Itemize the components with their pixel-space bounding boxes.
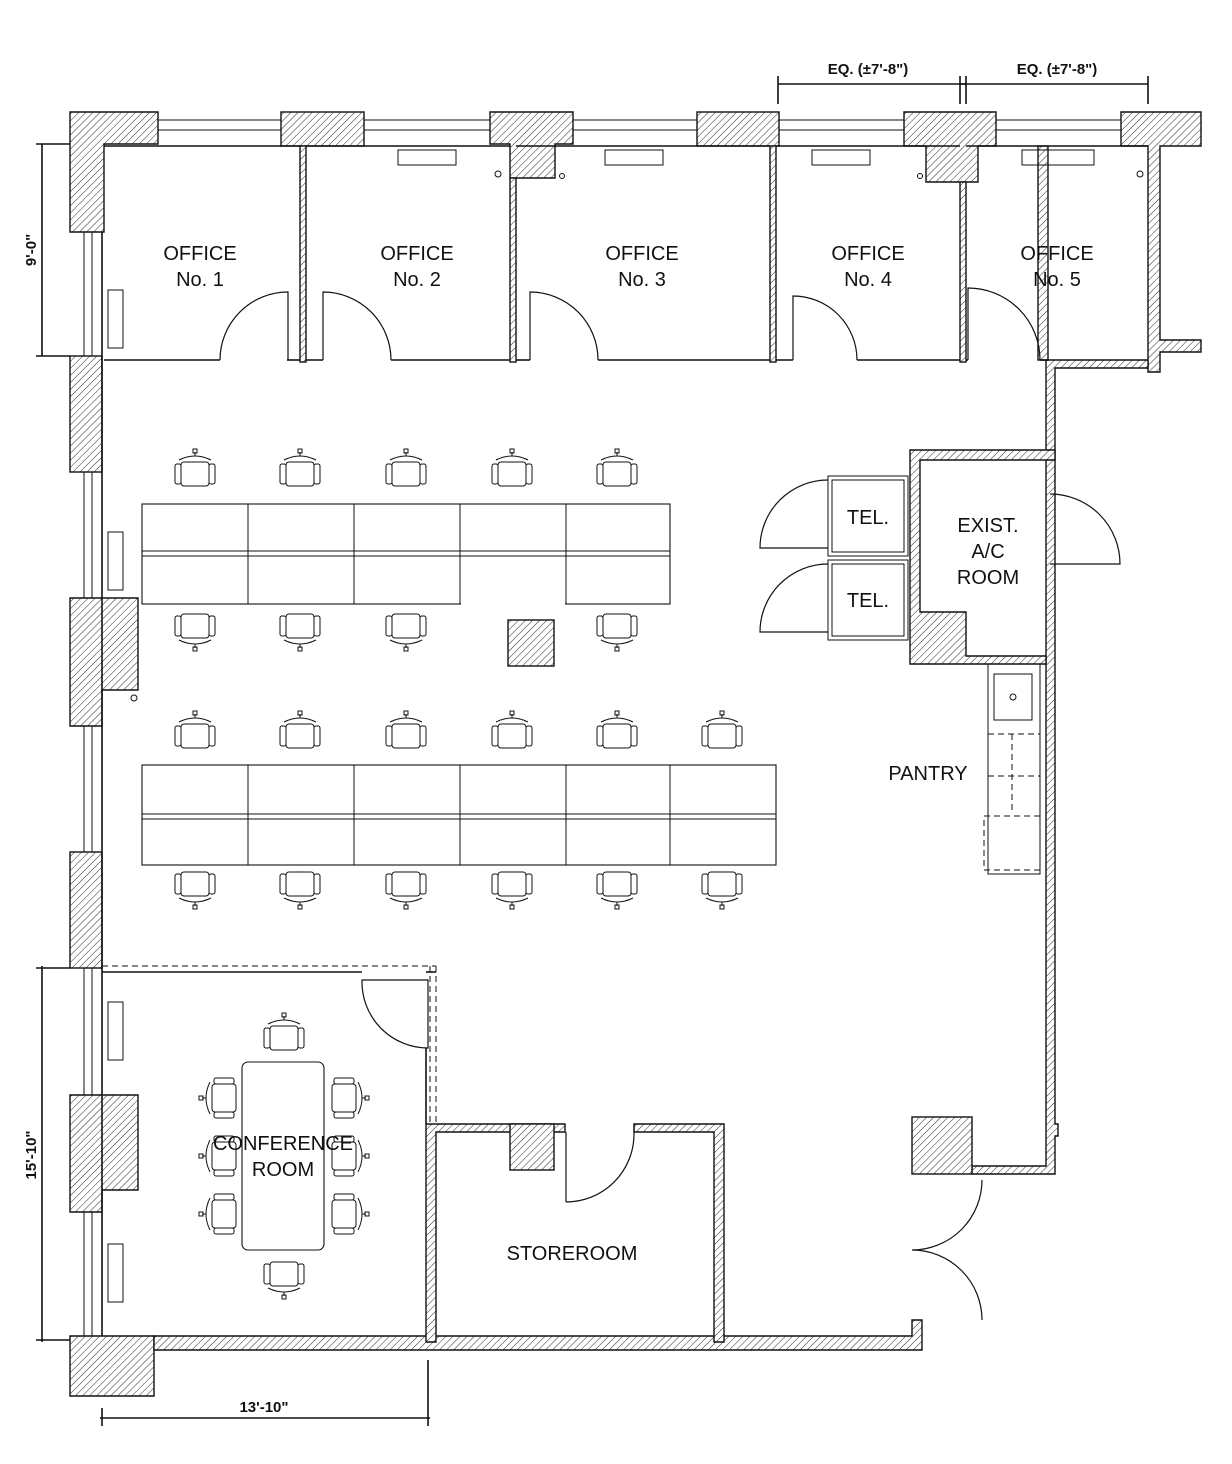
chair	[263, 1012, 305, 1051]
chair	[280, 872, 320, 909]
chair	[492, 872, 532, 909]
conference-label-1: CONFERENCE	[213, 1133, 353, 1155]
office-2-number: No. 2	[393, 269, 441, 291]
chair	[279, 448, 321, 487]
chair	[198, 1193, 237, 1235]
chair	[491, 710, 533, 749]
chair	[174, 448, 216, 487]
chair	[175, 614, 215, 651]
dimension-eq-left: EQ. (±7'-8")	[828, 61, 909, 78]
dimension-conference-depth: 15'-10"	[23, 1130, 40, 1179]
chair	[174, 710, 216, 749]
office-1-label: OFFICE	[163, 243, 236, 265]
room-labels: OFFICE No. 1 OFFICE No. 2 OFFICE No. 3 O…	[163, 243, 1093, 1265]
chair	[596, 710, 638, 749]
ac-room-label-3: ROOM	[957, 567, 1019, 589]
wall-lines	[83, 119, 1148, 1336]
ac-room-label-1: EXIST.	[957, 515, 1018, 537]
dimension-labels: EQ. (±7'-8") EQ. (±7'-8") 9'-0" 15'-10" …	[23, 61, 1097, 1416]
chair	[597, 614, 637, 651]
chair	[701, 710, 743, 749]
chair	[491, 448, 533, 487]
chair	[596, 448, 638, 487]
office-2-label: OFFICE	[380, 243, 453, 265]
office-4-number: No. 4	[844, 269, 892, 291]
chair	[331, 1193, 370, 1235]
storeroom-label: STOREROOM	[507, 1243, 638, 1265]
office-5-number: No. 5	[1033, 269, 1081, 291]
doors	[219, 287, 1121, 1321]
dimension-eq-right: EQ. (±7'-8")	[1017, 61, 1098, 78]
chair	[385, 710, 427, 749]
chair	[386, 614, 426, 651]
chair	[385, 448, 427, 487]
ac-room-label-2: A/C	[971, 541, 1004, 563]
conference-label-2: ROOM	[252, 1159, 314, 1181]
tel-2-label: TEL.	[847, 590, 889, 612]
chair	[279, 710, 321, 749]
dimension-office-depth: 9'-0"	[23, 234, 40, 266]
chair	[280, 614, 320, 651]
chair	[198, 1077, 237, 1119]
office-3-label: OFFICE	[605, 243, 678, 265]
walls	[69, 111, 1202, 1397]
chair	[264, 1262, 304, 1299]
dimension-lines	[36, 76, 1149, 1426]
chair	[331, 1077, 370, 1119]
chair	[702, 872, 742, 909]
workstations-upper	[141, 503, 671, 605]
workstations-lower	[141, 764, 777, 866]
office-4-label: OFFICE	[831, 243, 904, 265]
office-1-number: No. 1	[176, 269, 224, 291]
conference-table	[241, 1061, 325, 1251]
pantry-label: PANTRY	[888, 763, 967, 785]
chair	[597, 872, 637, 909]
dimension-conference-width: 13'-10"	[239, 1399, 288, 1416]
office-3-number: No. 3	[618, 269, 666, 291]
chair	[175, 872, 215, 909]
chair	[386, 872, 426, 909]
office-5-label: OFFICE	[1020, 243, 1093, 265]
tel-1-label: TEL.	[847, 507, 889, 529]
